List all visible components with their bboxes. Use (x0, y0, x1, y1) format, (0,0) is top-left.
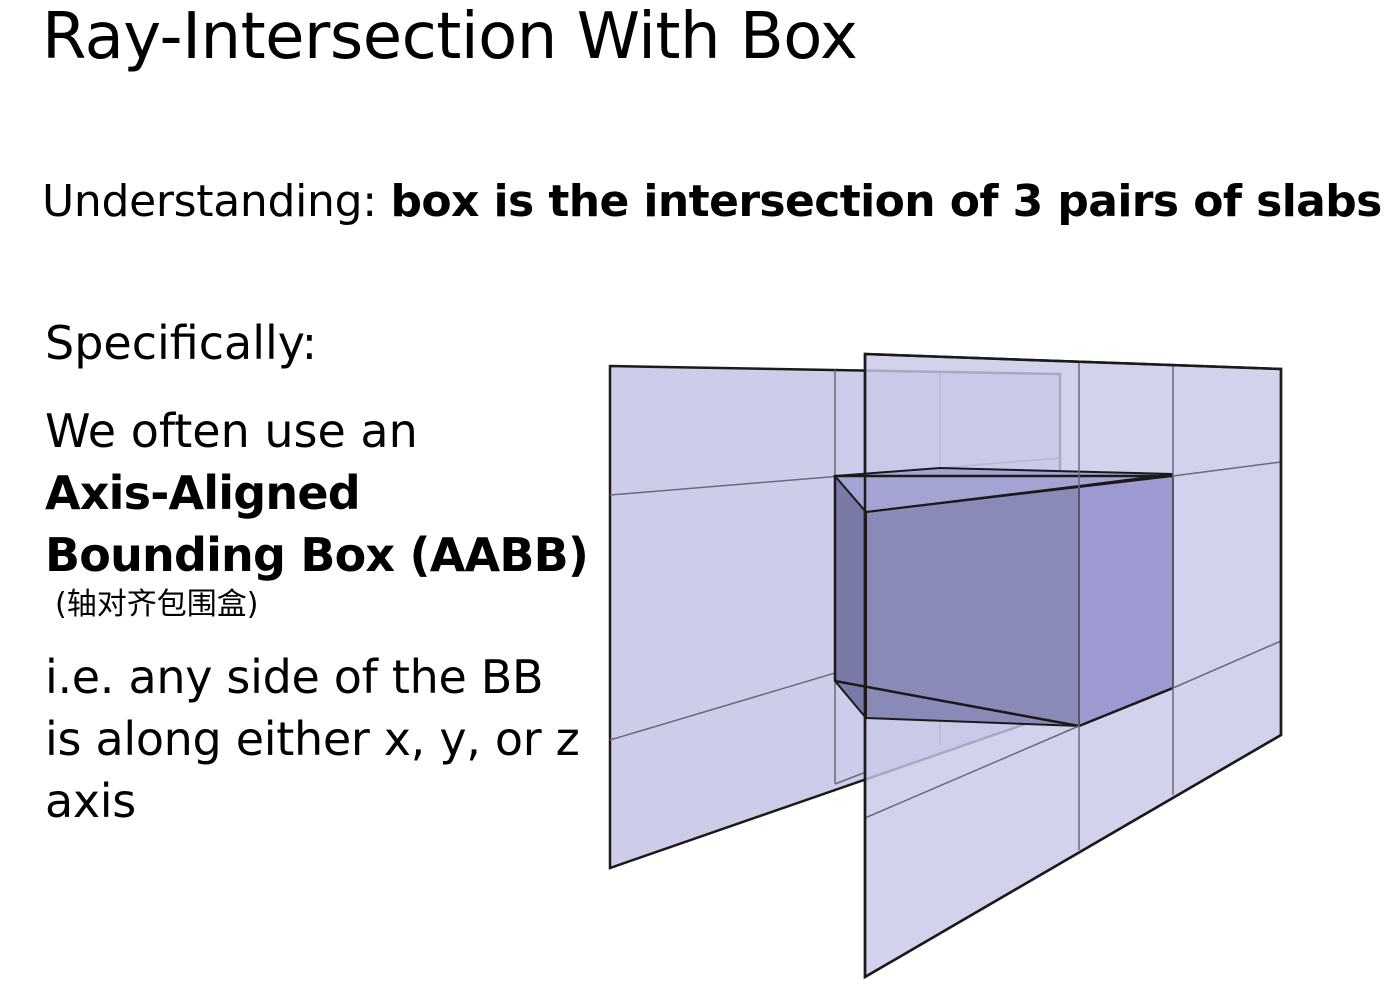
slide-title: Ray-Intersection With Box (42, 0, 858, 74)
understanding-key-statement: box is the intersection of 3 pairs of sl… (390, 176, 1383, 227)
front-slab-outline (863, 352, 1283, 980)
front-slab-grid-line (1172, 461, 1282, 477)
understanding-prefix: Understanding: (42, 176, 391, 227)
aabb-box-left-face (834, 475, 867, 721)
aabb-box-top-face (832, 466, 1174, 514)
back-slab (608, 364, 1062, 870)
aabb-chinese-translation: (轴对齐包围盒) (55, 587, 259, 622)
aabb-box-right-face (1078, 475, 1174, 728)
aabb-term-line-2: Bounding Box (AABB) (45, 528, 589, 582)
understanding-line: Understanding: box is the intersection o… (42, 176, 1382, 229)
use-an-text: We often use an (45, 404, 418, 458)
aabb-box-edge (865, 475, 1174, 513)
back-slab-grid-line (834, 771, 867, 785)
left-text-column: Specifically: We often use an Axis-Align… (45, 312, 589, 832)
aabb-description: i.e. any side of the BB is along either … (45, 650, 580, 828)
front-slab-grid-line (1172, 640, 1282, 689)
aabb-box-edge (834, 679, 1080, 728)
aabb-box-front-face (865, 475, 1080, 728)
back-slab-grid-line (609, 457, 1061, 496)
specifically-heading: Specifically: (45, 316, 318, 370)
back-slab-grid-line (609, 605, 1061, 741)
front-slab-grid-line (864, 725, 1080, 819)
aabb-box-edge (1078, 686, 1174, 728)
front-slab (863, 352, 1283, 980)
aabb-term-line-1: Axis-Aligned (45, 466, 361, 520)
